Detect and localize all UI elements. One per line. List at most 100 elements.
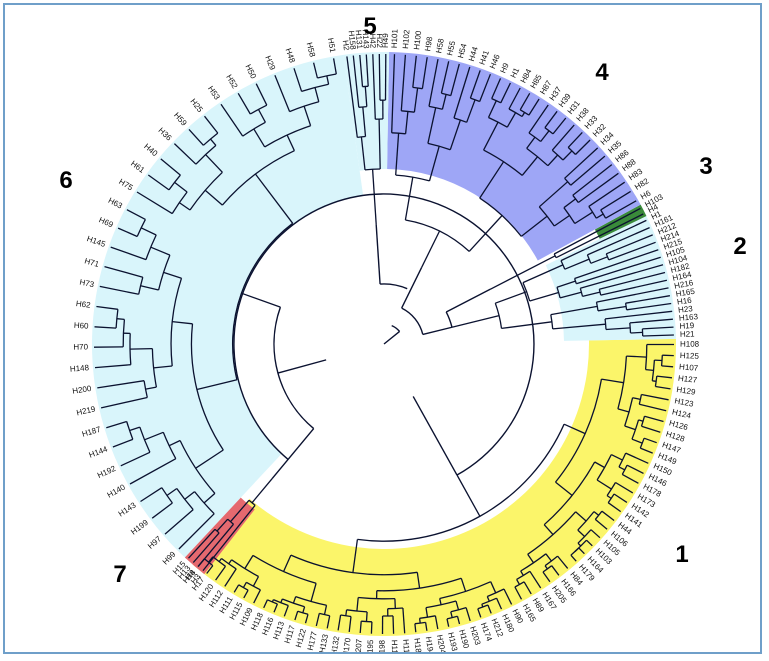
cluster-6-leaf-branch <box>117 227 138 238</box>
cluster-6-node-stem <box>140 227 157 236</box>
leaf-label: H199 <box>129 518 150 537</box>
cluster-2-leaf-branch <box>626 302 672 311</box>
cluster-5-leaf-branch <box>359 54 364 87</box>
cluster-4-leaf-branch <box>491 78 502 99</box>
leaf-label: H193 <box>446 631 459 652</box>
cluster-7-leaf-branch <box>188 528 216 559</box>
cluster-4-node-stem <box>466 99 476 123</box>
leaf-label: H219 <box>76 404 97 417</box>
cluster-4-leaf-branch <box>400 54 407 111</box>
cluster-6-node-arc <box>189 171 223 211</box>
cluster-6-leaf-branch <box>140 487 163 503</box>
leaf-label: H99 <box>161 549 178 566</box>
leaf-label: H1 <box>509 66 522 80</box>
cluster-1-node-stem <box>292 596 297 604</box>
cluster-2-leaf-branch <box>599 271 666 290</box>
cluster-4-node-arc <box>491 98 502 104</box>
cluster-1-leaf-branch <box>661 365 674 368</box>
cluster-1-node-stem <box>218 558 223 562</box>
cluster-1-node-stem <box>652 380 657 382</box>
leaf-label: H97 <box>146 534 163 551</box>
cluster-5-leaf-branch <box>365 54 369 87</box>
cluster-1-leaf-branch <box>626 464 644 474</box>
leaf-label: H207 <box>353 638 364 652</box>
circular-dendrogram: H108H125H107H127H129H123H124H126H128H147… <box>59 13 746 652</box>
cluster-4-node-stem <box>521 112 526 117</box>
cluster-1-leaf-branch <box>514 586 523 600</box>
cluster-1-leaf-branch <box>337 614 342 631</box>
cluster-5-leaf-branch <box>352 55 360 108</box>
cluster-1-node-stem <box>356 597 359 612</box>
cluster-1-node-arc <box>450 606 467 613</box>
cluster-3-sector <box>594 204 647 239</box>
cluster-4-leaf-branch <box>500 82 511 104</box>
cluster-6-node-arc <box>145 234 157 260</box>
leaf-label: H25 <box>188 97 204 115</box>
backbone-stem-7 <box>271 428 315 480</box>
cluster-1-leaf-branch <box>496 597 503 610</box>
cluster-1-node-arc <box>361 620 372 623</box>
cluster-1-leaf-branch <box>370 621 373 634</box>
leaf-label: H69 <box>97 215 115 229</box>
cluster-1-leaf-branch <box>477 608 482 618</box>
cluster-5-node-stem <box>362 106 367 137</box>
cluster-1-node-stem <box>516 579 521 585</box>
cluster-6-leaf-branch <box>178 513 215 550</box>
cluster-2-leaf-branch <box>596 287 669 303</box>
leaf-label: H53 <box>206 84 222 102</box>
leaf-label: H58 <box>305 41 317 58</box>
cluster-6-sector <box>92 54 364 558</box>
cluster-1-node-stem <box>631 438 643 444</box>
cluster-4-node-stem <box>483 121 499 151</box>
cluster-4-leaf-branch <box>605 200 637 219</box>
cluster-1-leaf-branch <box>503 588 513 605</box>
root-stem <box>383 330 401 345</box>
cluster-6-leaf-branch <box>203 115 219 134</box>
cluster-6-node-arc <box>249 104 268 115</box>
cluster-4-leaf-branch <box>519 92 531 111</box>
leaf-label: H165 <box>675 287 696 299</box>
leaf-label: H192 <box>96 464 118 480</box>
cluster-1-leaf-branch <box>359 621 362 634</box>
cluster-6-leaf-branch <box>96 305 118 310</box>
cluster-4-node-stem <box>479 161 505 199</box>
cluster-1-node-arc <box>295 595 327 606</box>
cluster-4-node-stem <box>427 107 437 144</box>
cluster-6-node-arc <box>126 421 134 440</box>
leaf-label: H70 <box>73 342 88 351</box>
cluster-1-node-stem <box>207 556 214 563</box>
cluster-2-node-stem <box>605 327 631 331</box>
leaf-label: H44 <box>467 45 480 62</box>
cluster-1-leaf-branch <box>243 589 249 599</box>
cluster-1-leaf-branch <box>326 615 331 629</box>
cluster-4-node-stem <box>395 133 400 176</box>
cluster-1-leaf-branch <box>294 611 299 621</box>
cluster-2-node-arc <box>598 289 602 296</box>
cluster-6-leaf-branch <box>274 75 291 112</box>
cluster-1-node-stem <box>577 529 586 537</box>
cluster-2-node-arc <box>579 288 584 297</box>
cluster-1-node-stem <box>280 598 283 603</box>
cluster-1-node-arc <box>414 621 426 625</box>
cluster-4-node-stem <box>547 154 559 167</box>
cluster-6-leaf-branch <box>237 92 251 115</box>
cluster-6-node-stem <box>205 154 223 173</box>
cluster-3-leaf-branch <box>555 213 644 259</box>
cluster-1-node-stem <box>626 355 647 358</box>
cluster-1-node-stem <box>416 572 421 589</box>
cluster-4-node-arc <box>572 194 579 203</box>
cluster-1-leaf-branch <box>215 565 227 581</box>
cluster-6-node-stem <box>116 318 125 321</box>
cluster-4-node-stem <box>449 119 462 150</box>
cluster-1-node-stem <box>563 423 586 435</box>
cluster-1-node-arc <box>594 510 603 520</box>
cluster-1-leaf-branch <box>233 584 240 593</box>
cluster-1-leaf-branch <box>263 599 268 609</box>
cluster-4-node-arc <box>600 209 607 219</box>
leaf-label: H50 <box>243 63 258 81</box>
cluster-6-node-stem <box>168 439 181 447</box>
leaf-label: H108 <box>680 340 700 349</box>
cluster-4-leaf-branch <box>551 124 575 151</box>
leaf-label: H148 <box>70 363 90 374</box>
